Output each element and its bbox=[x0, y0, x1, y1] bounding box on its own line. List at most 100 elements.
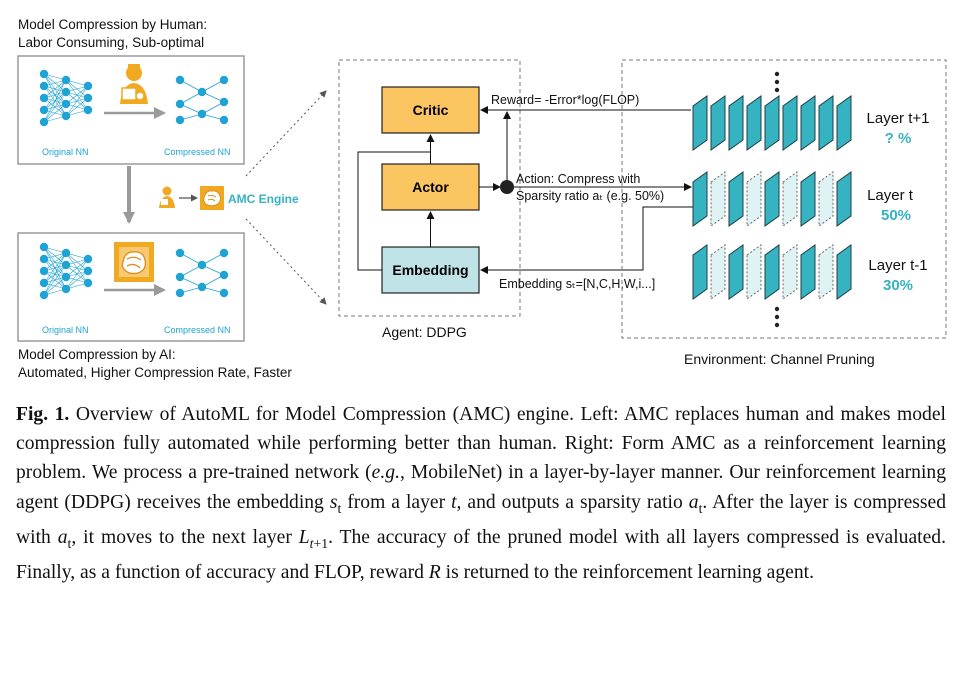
nn-node bbox=[83, 278, 93, 288]
nn-edge bbox=[43, 264, 67, 296]
embedding-label: Embedding bbox=[392, 262, 468, 278]
critic-label: Critic bbox=[413, 102, 449, 118]
nn-node bbox=[61, 248, 71, 258]
channel bbox=[692, 95, 708, 151]
dots-bottom bbox=[774, 306, 780, 328]
nn-node bbox=[39, 254, 49, 264]
channel bbox=[800, 95, 816, 151]
channel bbox=[836, 244, 852, 300]
critic-box bbox=[381, 86, 480, 134]
action-dot bbox=[500, 180, 514, 194]
nn-node bbox=[197, 282, 207, 292]
channel bbox=[728, 244, 744, 300]
actor-box bbox=[381, 163, 480, 211]
action-label-2: Sparsity ratio aₜ (e.g. 50%) bbox=[516, 189, 664, 203]
channel bbox=[746, 95, 762, 151]
pruned-channel bbox=[782, 171, 798, 227]
nn-node bbox=[83, 254, 93, 264]
nn-node bbox=[197, 260, 207, 270]
nn-edge bbox=[43, 252, 67, 284]
nn-edge bbox=[43, 79, 67, 123]
nn-edge bbox=[43, 91, 67, 123]
compressed-nn-icon bbox=[175, 75, 229, 125]
nn-node bbox=[61, 284, 71, 294]
nn-node bbox=[39, 93, 49, 103]
nn-node bbox=[61, 75, 71, 85]
nn-edge bbox=[43, 276, 67, 296]
amc-engine-label: AMC Engine bbox=[228, 192, 299, 206]
figure-caption: Fig. 1. Overview of AutoML for Model Com… bbox=[16, 400, 946, 587]
pruned-channel bbox=[746, 244, 762, 300]
channel bbox=[782, 95, 798, 151]
channel bbox=[710, 95, 726, 151]
pruned-channel bbox=[746, 171, 762, 227]
pruned-channel bbox=[818, 171, 834, 227]
small-worker-icon bbox=[159, 186, 175, 208]
nn-edge bbox=[65, 258, 89, 278]
nn-node bbox=[83, 105, 93, 115]
caption-text: Overview of AutoML for Model Compression… bbox=[16, 404, 947, 583]
layer-t-stack bbox=[692, 171, 852, 227]
nn-node bbox=[219, 115, 229, 125]
nn-edge bbox=[65, 258, 89, 290]
nn-node bbox=[61, 272, 71, 282]
pruned-channel bbox=[818, 244, 834, 300]
pruned-channel bbox=[710, 171, 726, 227]
nn-node bbox=[219, 270, 229, 280]
channel bbox=[836, 171, 852, 227]
channel bbox=[692, 171, 708, 227]
ai-compressed-nn-label: Compressed NN bbox=[164, 325, 231, 335]
layer-value-2: 30% bbox=[883, 277, 913, 294]
environment-label: Environment: Channel Pruning bbox=[684, 351, 875, 367]
nn-node bbox=[219, 75, 229, 85]
nn-node bbox=[83, 81, 93, 91]
figure-diagram: Model Compression by Human: Labor Consum… bbox=[17, 17, 947, 380]
nn-node bbox=[39, 242, 49, 252]
nn-node bbox=[175, 288, 185, 298]
nn-edge bbox=[65, 85, 89, 117]
pruned-channel bbox=[782, 244, 798, 300]
layer-value-1: 50% bbox=[881, 207, 911, 224]
channel bbox=[800, 171, 816, 227]
original-nn-icon bbox=[39, 69, 93, 127]
dots-top bbox=[774, 71, 780, 93]
environment-box bbox=[621, 59, 947, 339]
nn-node bbox=[39, 105, 49, 115]
nn-node bbox=[39, 69, 49, 79]
nn-node bbox=[219, 248, 229, 258]
nn-node bbox=[219, 97, 229, 107]
nn-node bbox=[197, 87, 207, 97]
nn-edge bbox=[43, 252, 67, 272]
ai-original-nn-label: Original NN bbox=[42, 325, 89, 335]
channel bbox=[728, 95, 744, 151]
state-arrow bbox=[480, 206, 699, 274]
human-title-line1: Model Compression by Human: bbox=[18, 17, 207, 32]
layer-name-0: Layer t+1 bbox=[867, 110, 930, 127]
state-label: Embedding sₜ=[N,C,H,W,i...] bbox=[499, 277, 655, 291]
ai-title-line1: Model Compression by AI: bbox=[18, 347, 176, 362]
nn-node bbox=[39, 290, 49, 300]
original-nn-label: Original NN bbox=[42, 147, 89, 157]
nn-node bbox=[175, 75, 185, 85]
layer-name-2: Layer t-1 bbox=[868, 257, 927, 274]
nn-node bbox=[39, 81, 49, 91]
amc-engine-icon bbox=[200, 186, 224, 210]
reward-label: Reward= -Error*log(FLOP) bbox=[491, 93, 639, 107]
nn-node bbox=[39, 117, 49, 127]
human-title-line2: Labor Consuming, Sub-optimal bbox=[18, 35, 204, 50]
nn-node bbox=[61, 111, 71, 121]
nn-node bbox=[39, 266, 49, 276]
nn-node bbox=[61, 99, 71, 109]
actor-label: Actor bbox=[412, 179, 449, 195]
nn-edge bbox=[43, 79, 67, 99]
zoom-line-top bbox=[245, 90, 327, 177]
layer-value-0: ? % bbox=[885, 130, 912, 147]
nn-node bbox=[83, 93, 93, 103]
ai-title-line2: Automated, Higher Compression Rate, Fast… bbox=[18, 365, 292, 380]
nn-node bbox=[175, 99, 185, 109]
nn-node bbox=[61, 260, 71, 270]
nn-edge bbox=[65, 85, 89, 105]
ai-original-nn-icon bbox=[39, 242, 93, 300]
nn-node bbox=[219, 288, 229, 298]
emb-to-critic-arrow bbox=[357, 151, 431, 271]
